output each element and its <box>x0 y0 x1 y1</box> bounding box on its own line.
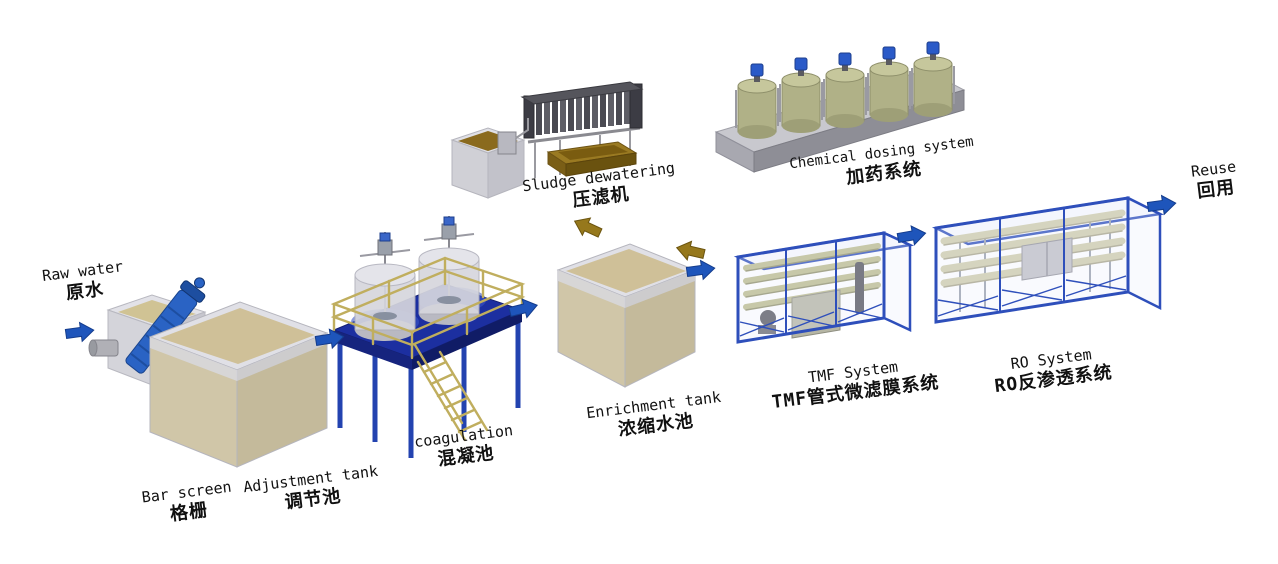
arrow-rawwater-to-barscreen <box>64 320 96 344</box>
arrow-tmf-to-enrichment-sludge <box>674 237 707 264</box>
coagulation-unit-graphic <box>330 216 526 458</box>
chemical-dosing-graphic <box>714 41 966 173</box>
ro-system-graphic <box>931 195 1165 324</box>
sludge-dewatering-graphic <box>450 81 644 199</box>
filter-press-plates <box>520 81 644 139</box>
tmf-column <box>855 262 864 314</box>
mixing-tank-2 <box>418 216 480 325</box>
tmf-system-graphic <box>733 231 915 344</box>
platform-stairs <box>413 343 489 442</box>
sludge-tray <box>546 141 638 177</box>
dosing-tanks <box>735 41 955 139</box>
mixing-tank-1 <box>354 232 416 341</box>
label-reuse: Reuse 回用 <box>1180 156 1251 205</box>
tmf-pump <box>760 310 776 326</box>
enrichment-tank-graphic <box>556 243 697 388</box>
arrow-enrichment-to-dewatering <box>570 212 605 243</box>
adjustment-tank-graphic <box>148 301 329 468</box>
